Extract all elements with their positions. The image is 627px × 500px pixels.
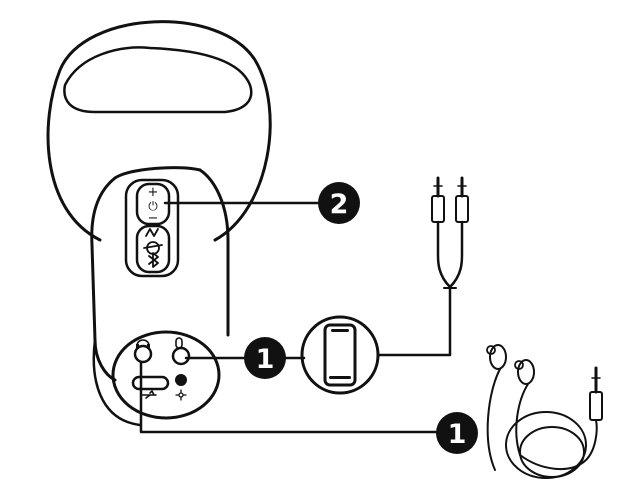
aux-cable-line [376, 285, 452, 357]
callout-number: 2 [330, 189, 349, 220]
mode-button[interactable] [135, 224, 171, 274]
volume-down-label: − [148, 211, 159, 226]
headphone-icon [136, 339, 150, 349]
volume-up-label: + [148, 185, 159, 200]
callout-badge-1-bottom: 1 [436, 412, 478, 454]
speaker-head [46, 20, 272, 242]
smartphone-callout [300, 315, 380, 395]
microphone-icon [175, 337, 183, 349]
power-label: ⏻ [148, 199, 158, 213]
microphone-jack[interactable] [171, 346, 191, 366]
volume-up-icon: + [148, 185, 159, 200]
usb-c-port[interactable] [131, 375, 170, 391]
control-panel [124, 178, 180, 278]
callout-badge-2: 2 [318, 182, 360, 224]
reset-button[interactable] [175, 374, 187, 386]
bottom-panel [111, 330, 221, 420]
microphone-handle [90, 166, 230, 427]
bluetooth-icon [148, 252, 159, 268]
leader-line-1-bottom [139, 360, 442, 434]
callout-number: 1 [256, 344, 275, 375]
power-icon: ⏻ [148, 199, 158, 213]
earphones-icon [486, 344, 603, 479]
usb-icon [141, 390, 157, 399]
headphone-jack[interactable] [133, 344, 153, 364]
callout-number: 1 [448, 419, 467, 450]
smartphone-icon [323, 323, 357, 387]
volume-down-icon: − [148, 211, 159, 226]
aux-cable-icon [431, 176, 469, 289]
light-icon [175, 389, 187, 401]
callout-badge-1-top: 1 [244, 337, 286, 379]
